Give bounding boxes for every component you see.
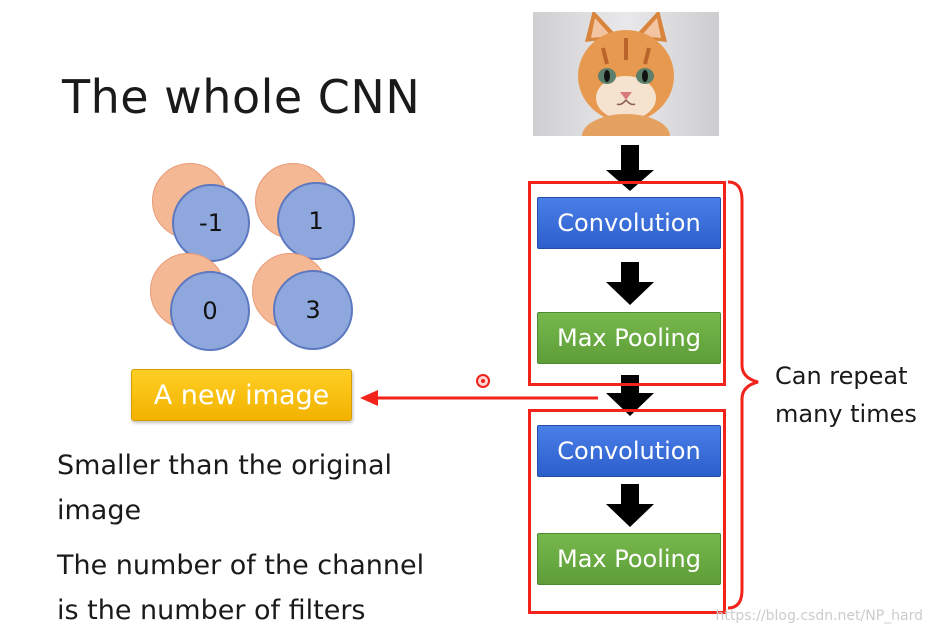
highlight-box-stage-1 — [528, 181, 726, 386]
feature-value-4: 3 — [273, 270, 353, 350]
repeat-note: Can repeat many times — [775, 357, 917, 433]
highlight-box-stage-2 — [528, 409, 726, 614]
output-arrow — [360, 390, 598, 406]
laser-pointer — [476, 374, 490, 388]
feature-value-3: 0 — [170, 271, 250, 351]
watermark: https://blog.csdn.net/NP_hard — [715, 608, 923, 624]
feature-value-2: 1 — [277, 182, 355, 260]
cat-image — [533, 12, 719, 136]
convolution-block-1: Convolution — [537, 197, 721, 249]
repeat-brace — [727, 180, 759, 610]
down-arrow-conv-to-pool-2 — [606, 484, 654, 527]
cat-picture — [578, 12, 674, 136]
down-arrow-conv-to-pool-1 — [606, 262, 654, 305]
note-line-3: The number of the channel — [57, 550, 425, 581]
max-pooling-block-1: Max Pooling — [537, 312, 721, 364]
note-line-1: Smaller than the original — [57, 450, 393, 481]
new-image-label: A new image — [131, 369, 352, 421]
note-line-4: is the number of filters — [57, 595, 366, 626]
convolution-block-2: Convolution — [537, 425, 721, 477]
page-title: The whole CNN — [62, 70, 421, 124]
down-arrow-cat-to-conv — [606, 145, 654, 191]
note-line-2: image — [57, 495, 142, 526]
max-pooling-block-2: Max Pooling — [537, 533, 721, 585]
repeat-line-1: Can repeat — [775, 362, 908, 390]
repeat-line-2: many times — [775, 400, 917, 428]
